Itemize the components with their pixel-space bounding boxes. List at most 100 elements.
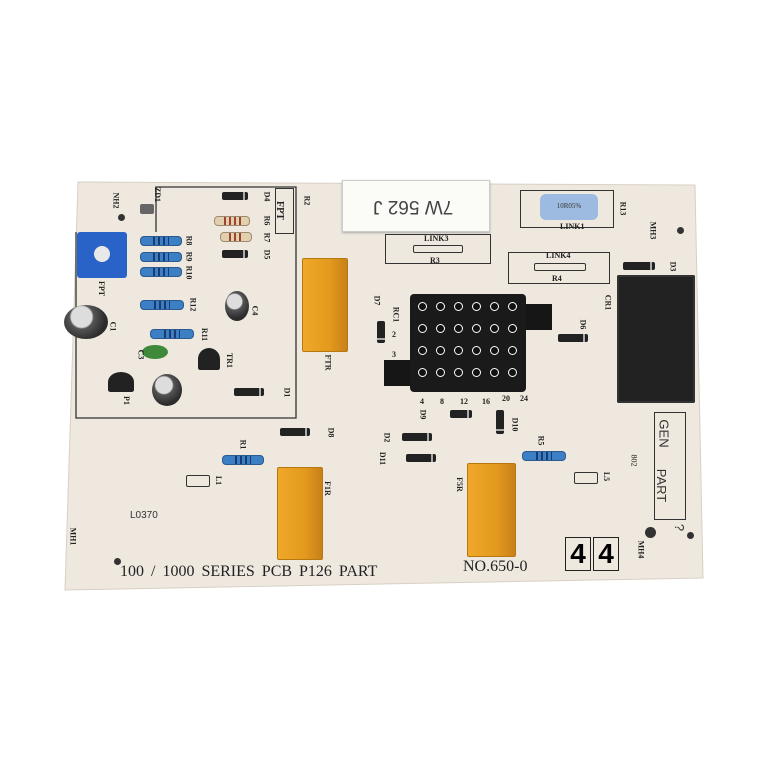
diode-d4 <box>222 192 248 200</box>
connector-body <box>410 294 526 392</box>
link1-outline <box>520 190 614 228</box>
capacitor-c4 <box>225 291 249 321</box>
label-802: 802 <box>629 454 639 467</box>
label-r12: R12 <box>188 297 198 312</box>
mounting-hole <box>687 532 694 539</box>
label-mh3: MH3 <box>648 221 658 240</box>
label-l5: L5 <box>602 471 612 482</box>
label-link4: LINK4 <box>546 251 571 260</box>
label-f5r: F5R <box>454 477 464 492</box>
pin-label: 4 <box>420 397 424 406</box>
relay-f5r <box>467 463 516 557</box>
label-r4: R4 <box>552 274 562 283</box>
label-fpt: FPT <box>97 280 107 297</box>
pin-label: 3 <box>392 350 396 359</box>
relay-ftr <box>302 258 348 352</box>
relay-f1r <box>277 467 323 560</box>
connector-pin <box>508 324 517 333</box>
capacitor-small <box>152 374 182 406</box>
pin-label: 2 <box>392 330 396 339</box>
label-d5: D5 <box>262 249 272 260</box>
label-nh2: NH2 <box>111 192 121 209</box>
resistor-r6 <box>214 216 250 226</box>
board-code: L0370 <box>130 510 158 521</box>
board-part-number: NO.650-0 <box>463 558 528 575</box>
mounting-hole <box>114 558 121 565</box>
capacitor-c1 <box>64 305 108 339</box>
connector-pin <box>454 302 463 311</box>
connector-pin <box>472 346 481 355</box>
label-l1: L1 <box>214 475 224 486</box>
connector-pin <box>418 324 427 333</box>
connector-pin <box>436 346 445 355</box>
link4-outline <box>508 252 610 284</box>
label-d4: D4 <box>262 191 272 202</box>
connector-pin <box>418 368 427 377</box>
diode-d11 <box>406 454 436 462</box>
connector-ear <box>384 360 414 386</box>
connector-pin <box>472 324 481 333</box>
connector-pin <box>490 324 499 333</box>
label-r11: R11 <box>200 327 210 342</box>
label-ftr: FTR <box>323 354 333 371</box>
resistor-r11 <box>150 329 194 339</box>
connector-pin <box>490 346 499 355</box>
logo-box <box>654 412 686 520</box>
label-d1: D1 <box>282 387 292 398</box>
mounting-hole <box>118 214 125 221</box>
connector-pin <box>508 368 517 377</box>
label-r10: R10 <box>184 265 194 280</box>
label-d6: D6 <box>578 319 588 330</box>
link3-pad <box>413 245 463 253</box>
label-d2: D2 <box>382 432 392 443</box>
connector-pin <box>472 368 481 377</box>
transistor-tr1 <box>198 348 220 370</box>
label-r5: R5 <box>536 435 546 446</box>
connector-pin <box>418 346 427 355</box>
diode-d5 <box>222 250 248 258</box>
connector-pin <box>508 302 517 311</box>
label-r2: R2 <box>302 195 312 206</box>
board-series-text: 100 / 1000 SERIES PCB P126 PART <box>120 563 378 580</box>
label-fpt-box: FPT <box>273 201 285 220</box>
logo-gen: GEN <box>656 419 672 448</box>
diode-d3 <box>623 262 655 270</box>
pin-label: 12 <box>460 397 468 406</box>
label-c3: C3 <box>136 349 146 360</box>
label-zd1: ZD1 <box>153 186 163 203</box>
label-c1: C1 <box>108 321 118 332</box>
revision-mark: 4 <box>565 537 591 571</box>
label-mh1: MH1 <box>68 527 78 546</box>
power-resistor-marking: 7W 562 J <box>373 196 454 217</box>
label-d8: D8 <box>326 427 336 438</box>
pin-label: 24 <box>520 394 528 403</box>
label-cr1: CR1 <box>603 294 613 311</box>
resistor-r5 <box>522 451 566 461</box>
connector-pin <box>490 302 499 311</box>
label-p1: P1 <box>121 396 131 405</box>
transistor-p1 <box>108 372 134 392</box>
connector-pin <box>436 368 445 377</box>
connector-ear <box>524 304 552 330</box>
label-f1r: F1R <box>322 481 332 496</box>
connector-pin <box>454 324 463 333</box>
l1-pad <box>186 475 210 487</box>
logo-part: PART <box>654 468 670 503</box>
link3-outline <box>385 234 491 264</box>
resistor-r9 <box>140 252 182 262</box>
label-mh4: MH4 <box>636 540 646 559</box>
link4-pad <box>534 263 586 271</box>
genpart-logo: GEN PART ? <box>654 412 688 531</box>
label-r6: R6 <box>262 215 272 226</box>
label-r1: R1 <box>238 439 248 450</box>
label-link3: LINK3 <box>424 234 449 243</box>
connector-pin <box>418 302 427 311</box>
label-d11: D11 <box>378 451 388 466</box>
connector-pin <box>472 302 481 311</box>
blue-potentiometer <box>77 232 127 278</box>
label-r7: R7 <box>262 232 272 243</box>
relay-cr1 <box>617 275 695 403</box>
connector-pin <box>490 368 499 377</box>
resistor-link1: 10R05% <box>540 194 598 220</box>
